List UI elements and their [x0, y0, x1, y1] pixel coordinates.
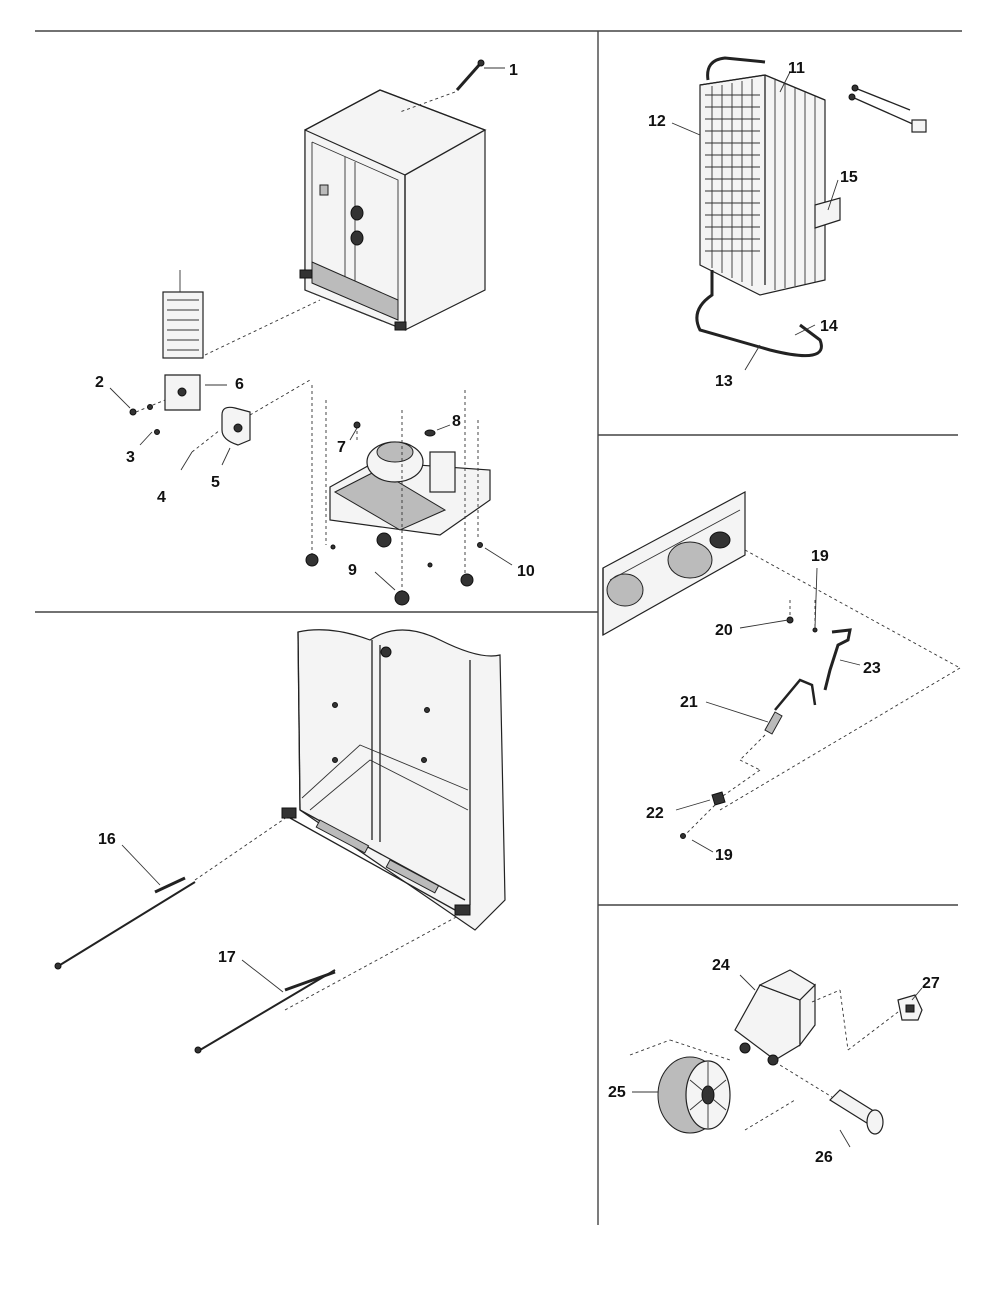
callout-labels: 1 2 3 4 5 6 7 8 9 10 11 12 13 14 15 16 1…	[95, 60, 940, 1166]
water-tube-parts	[675, 549, 961, 853]
callout-6: 6	[235, 376, 244, 393]
callout-10: 10	[517, 563, 535, 580]
part-25-wheel	[657, 1056, 731, 1134]
compressor-assembly	[305, 385, 513, 606]
callout-24: 24	[712, 957, 730, 974]
callout-20: 20	[715, 622, 733, 639]
callout-3: 3	[126, 449, 135, 466]
callout-22: 22	[646, 805, 664, 822]
part-27-clip	[897, 987, 923, 1021]
callout-11: 11	[788, 60, 805, 77]
callout-14: 14	[820, 318, 838, 335]
callout-15: 15	[840, 169, 858, 186]
callout-9: 9	[348, 562, 357, 579]
condenser-fins	[705, 79, 816, 290]
callout-5: 5	[211, 474, 220, 491]
part-1-screw	[399, 59, 505, 113]
callout-27: 27	[922, 975, 940, 992]
condenser-leader-lines	[671, 71, 839, 371]
callout-17: 17	[218, 949, 236, 966]
callout-2: 2	[95, 374, 104, 391]
condenser-wire	[848, 84, 927, 133]
panel-roller-assembly	[629, 969, 923, 1148]
callout-19-bottom: 19	[715, 847, 733, 864]
part-24-bracket	[734, 969, 816, 1066]
panel-water-tubing	[602, 490, 961, 853]
callout-21: 21	[680, 694, 698, 711]
callout-8: 8	[452, 413, 461, 430]
condenser-coil	[699, 74, 826, 296]
callout-7: 7	[337, 439, 346, 456]
panel-cabinet-and-compressor	[109, 59, 513, 606]
part-26-pin	[829, 1089, 884, 1148]
part-5-clip	[221, 379, 311, 466]
rods-16-17	[54, 814, 461, 1054]
part-6-bracket	[164, 374, 227, 411]
callout-26: 26	[815, 1149, 833, 1166]
panel-condenser	[671, 56, 927, 371]
callout-1: 1	[509, 62, 518, 79]
panel-dividers	[35, 30, 962, 1225]
cabinet-lower	[281, 629, 506, 931]
cabinet	[299, 89, 487, 331]
cabinet-rear-corner	[602, 490, 746, 637]
parts-2-3-4-screws	[109, 387, 221, 471]
callout-19-top: 19	[811, 548, 829, 565]
callout-13: 13	[715, 373, 733, 390]
callout-16: 16	[98, 831, 116, 848]
callout-23: 23	[863, 660, 881, 677]
callout-4: 4	[157, 489, 166, 506]
callout-25: 25	[608, 1084, 626, 1101]
panel-cabinet-rods	[54, 629, 506, 1054]
callout-12: 12	[648, 113, 666, 130]
roller-dash-lines	[629, 989, 899, 1131]
evaporator-coil	[162, 270, 321, 359]
